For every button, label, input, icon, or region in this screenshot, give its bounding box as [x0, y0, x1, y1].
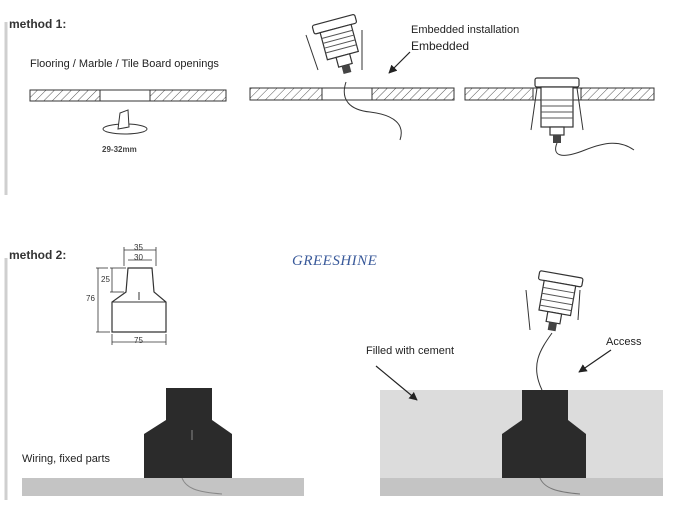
embedded-label: Embedded	[411, 39, 470, 53]
access-label: Access	[606, 336, 642, 348]
access-arrow	[578, 349, 612, 373]
brand-watermark: GREESHINE	[292, 253, 378, 269]
access-cable-icon	[536, 332, 553, 391]
embedded-arrow	[388, 51, 411, 74]
board-embedding	[249, 87, 455, 101]
cement-label: Filled with cement	[366, 345, 455, 357]
tilted-light-icon	[311, 14, 360, 75]
dim-total-height: 76	[86, 294, 95, 303]
cable-icon	[343, 81, 402, 141]
wire-icon	[181, 477, 223, 495]
sleeve-in-cement-icon	[502, 390, 586, 478]
spring-clip-left	[305, 34, 319, 71]
dim-top-outer: 35	[134, 243, 143, 252]
method1-heading: method 1:	[9, 17, 67, 31]
board-with-opening	[29, 89, 227, 102]
access-light-icon	[538, 270, 584, 332]
hole-size-label: 29-32mm	[102, 145, 137, 154]
dim-base-width: 75	[134, 336, 143, 345]
embedded-installation-label: Embedded installation	[411, 24, 520, 36]
cement-arrow	[375, 365, 418, 401]
dim-neck-height: 25	[101, 275, 110, 284]
opening-label: Flooring / Marble / Tile Board openings	[30, 58, 219, 70]
drill-hole-icon	[102, 109, 148, 135]
ground-slab-right	[380, 478, 663, 496]
installed-light-icon	[530, 77, 635, 156]
wiring-label: Wiring, fixed parts	[22, 453, 111, 465]
sleeve-dimension-drawing	[96, 247, 167, 345]
dim-top-inner: 30	[134, 253, 143, 262]
sleeve-icon	[144, 388, 232, 478]
ground-slab	[22, 478, 304, 496]
method2-heading: method 2:	[9, 248, 67, 262]
